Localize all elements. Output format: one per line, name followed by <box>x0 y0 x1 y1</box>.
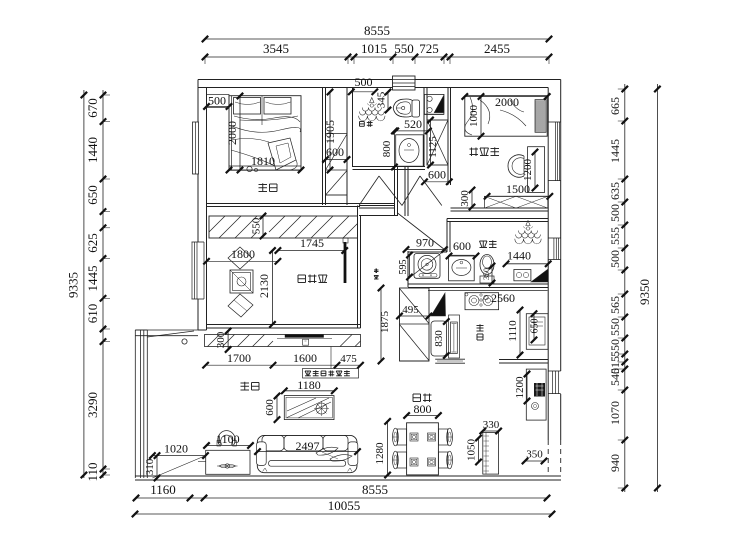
svg-text:1600: 1600 <box>293 351 317 365</box>
svg-text:565: 565 <box>608 296 622 314</box>
svg-text:520: 520 <box>404 117 422 131</box>
svg-text:1440: 1440 <box>507 249 531 263</box>
svg-text:830: 830 <box>433 330 445 347</box>
svg-text:500: 500 <box>208 94 226 108</box>
svg-text:2455: 2455 <box>484 41 510 56</box>
svg-text:1020: 1020 <box>164 442 188 456</box>
svg-text:2497: 2497 <box>296 439 320 453</box>
svg-text:2000: 2000 <box>495 95 519 109</box>
svg-text:800: 800 <box>381 140 393 157</box>
svg-text:800: 800 <box>414 402 432 416</box>
svg-text:1000: 1000 <box>468 105 480 128</box>
svg-text:110: 110 <box>85 462 100 481</box>
svg-text:1875: 1875 <box>379 311 391 334</box>
svg-text:595: 595 <box>398 260 409 275</box>
svg-text:1070: 1070 <box>608 401 622 425</box>
svg-text:650: 650 <box>85 185 100 205</box>
svg-text:475: 475 <box>340 353 357 365</box>
svg-text:1905: 1905 <box>323 120 337 144</box>
svg-text:8555: 8555 <box>364 23 390 38</box>
svg-text:8555: 8555 <box>362 482 388 497</box>
svg-text:725: 725 <box>419 41 439 56</box>
svg-text:1110: 1110 <box>507 320 519 342</box>
svg-text:350: 350 <box>482 268 491 280</box>
svg-text:550: 550 <box>394 41 414 56</box>
svg-text:495: 495 <box>402 304 419 316</box>
svg-text:1160: 1160 <box>150 482 176 497</box>
svg-text:2130: 2130 <box>257 274 271 298</box>
svg-text:310: 310 <box>144 458 156 475</box>
svg-text:625: 625 <box>85 233 100 253</box>
svg-text:3545: 3545 <box>263 41 289 56</box>
svg-text:1445: 1445 <box>608 139 622 163</box>
svg-text:670: 670 <box>85 98 100 118</box>
svg-text:1200: 1200 <box>514 376 526 399</box>
svg-text:1100: 1100 <box>216 432 240 446</box>
svg-text:345: 345 <box>376 91 388 108</box>
svg-text:1015: 1015 <box>361 41 387 56</box>
svg-text:600: 600 <box>453 239 471 253</box>
svg-text:1745: 1745 <box>300 236 324 250</box>
svg-text:500: 500 <box>355 75 373 89</box>
svg-text:1200: 1200 <box>522 159 534 182</box>
svg-text:9335: 9335 <box>66 272 81 298</box>
svg-text:300: 300 <box>459 190 471 207</box>
svg-text:540: 540 <box>608 368 622 386</box>
svg-text:650: 650 <box>530 319 541 334</box>
svg-text:665: 665 <box>608 97 622 115</box>
svg-text:600: 600 <box>428 168 446 182</box>
svg-text:330: 330 <box>483 419 500 431</box>
svg-text:600: 600 <box>264 399 276 416</box>
svg-text:300: 300 <box>215 331 227 348</box>
svg-text:940: 940 <box>608 454 622 472</box>
svg-text:1280: 1280 <box>374 442 386 465</box>
svg-text:3290: 3290 <box>85 392 100 418</box>
svg-text:515: 515 <box>608 356 622 374</box>
svg-text:350: 350 <box>526 449 543 461</box>
svg-text:500: 500 <box>608 204 622 222</box>
svg-text:600: 600 <box>326 145 344 159</box>
svg-text:1810: 1810 <box>251 154 275 168</box>
svg-text:610: 610 <box>85 304 100 324</box>
svg-text:1500: 1500 <box>506 182 530 196</box>
svg-text:500: 500 <box>608 250 622 268</box>
svg-text:2000: 2000 <box>225 121 239 145</box>
svg-text:10055: 10055 <box>328 498 361 513</box>
svg-text:550: 550 <box>608 318 622 336</box>
svg-text:1125: 1125 <box>427 136 439 158</box>
svg-text:635: 635 <box>608 182 622 200</box>
svg-text:1800: 1800 <box>231 247 255 261</box>
svg-text:2560: 2560 <box>491 291 515 305</box>
svg-text:1440: 1440 <box>85 137 100 163</box>
svg-text:1050: 1050 <box>466 439 478 462</box>
svg-text:9350: 9350 <box>637 279 652 305</box>
svg-text:550: 550 <box>608 339 622 357</box>
svg-text:550: 550 <box>251 217 263 234</box>
svg-text:555: 555 <box>608 227 622 245</box>
svg-text:970: 970 <box>416 236 434 250</box>
svg-text:1445: 1445 <box>85 266 100 292</box>
svg-text:1700: 1700 <box>227 351 251 365</box>
svg-text:1180: 1180 <box>297 378 321 392</box>
